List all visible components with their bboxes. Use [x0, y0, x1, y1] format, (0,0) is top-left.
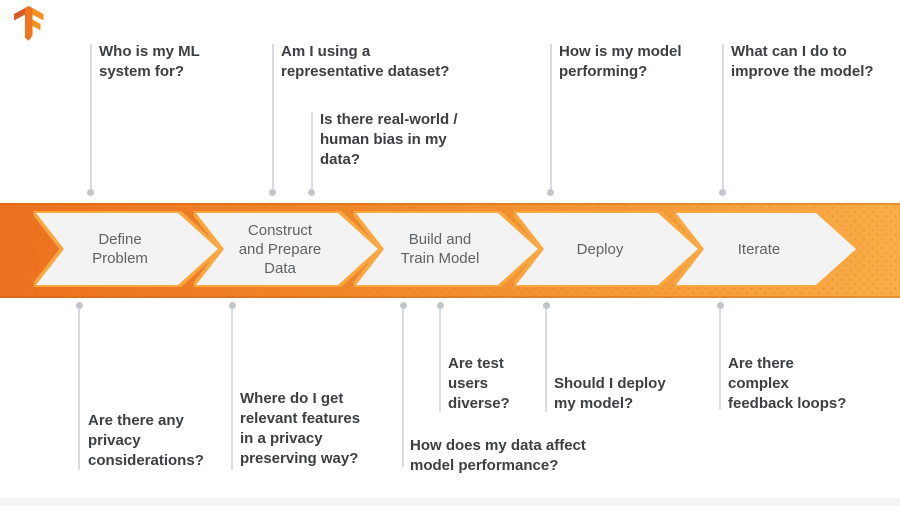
connector-line: [402, 309, 404, 467]
connector-dot: [269, 189, 276, 196]
question-improve-model: What can I do to improve the model?: [731, 43, 874, 80]
connector-dot: [76, 302, 83, 309]
question-test-users-diverse: Are test users diverse?: [448, 355, 510, 412]
question-model-performing: How is my model performing?: [559, 43, 682, 80]
question-feedback-loops: Are there complex feedback loops?: [728, 355, 847, 412]
question-who-is-system-for: Who is my ML system for?: [99, 43, 200, 80]
question-real-world-bias: Is there real-world / human bias in my d…: [320, 111, 458, 168]
connector-line: [272, 44, 274, 189]
connector-line: [719, 309, 721, 410]
stage-chevron-build-train-model: Build and Train Model: [356, 213, 538, 285]
connector-line: [545, 309, 547, 412]
connector-dot: [717, 302, 724, 309]
connector-dot: [229, 302, 236, 309]
question-data-affect-performance: How does my data affect model performanc…: [410, 437, 586, 474]
tensorflow-logo: [14, 6, 44, 41]
bottom-edge-strip: [0, 498, 900, 506]
question-privacy-considerations: Are there any privacy considerations?: [88, 412, 204, 469]
connector-line: [550, 44, 552, 189]
stage-shape: Iterate: [676, 213, 856, 285]
stage-label: Define Problem: [92, 231, 148, 267]
stage-shape: Construct and Prepare Data: [196, 213, 378, 285]
stage-label: Build and Train Model: [400, 231, 480, 267]
workflow-band: Define Problem Construct and Prepare Dat…: [0, 203, 900, 298]
connector-line: [439, 309, 441, 412]
connector-dot: [547, 189, 554, 196]
connector-line: [722, 44, 724, 189]
connector-line: [90, 44, 92, 189]
stage-shape: Build and Train Model: [356, 213, 538, 285]
connector-dot: [87, 189, 94, 196]
connector-line: [78, 309, 80, 470]
connector-line: [311, 112, 313, 189]
stage-label: Construct and Prepare Data: [238, 221, 322, 277]
stage-shape: Deploy: [516, 213, 698, 285]
question-should-deploy: Should I deploy my model?: [554, 375, 666, 412]
connector-dot: [308, 189, 315, 196]
connector-dot: [543, 302, 550, 309]
connector-dot: [400, 302, 407, 309]
question-relevant-features: Where do I get relevant features in a pr…: [240, 390, 361, 467]
stage-chevron-define-problem: Define Problem: [36, 213, 218, 285]
connector-dot: [437, 302, 444, 309]
stage-chevron-iterate: Iterate: [676, 213, 856, 285]
stage-label: Iterate: [737, 240, 781, 258]
connector-line: [231, 309, 233, 470]
question-representative-dataset: Am I using a representative dataset?: [281, 43, 450, 80]
stage-chevron-deploy: Deploy: [516, 213, 698, 285]
stage-chevron-construct-prepare-data: Construct and Prepare Data: [196, 213, 378, 285]
stage-shape: Define Problem: [36, 213, 218, 285]
connector-dot: [719, 189, 726, 196]
stage-label: Deploy: [576, 240, 624, 258]
